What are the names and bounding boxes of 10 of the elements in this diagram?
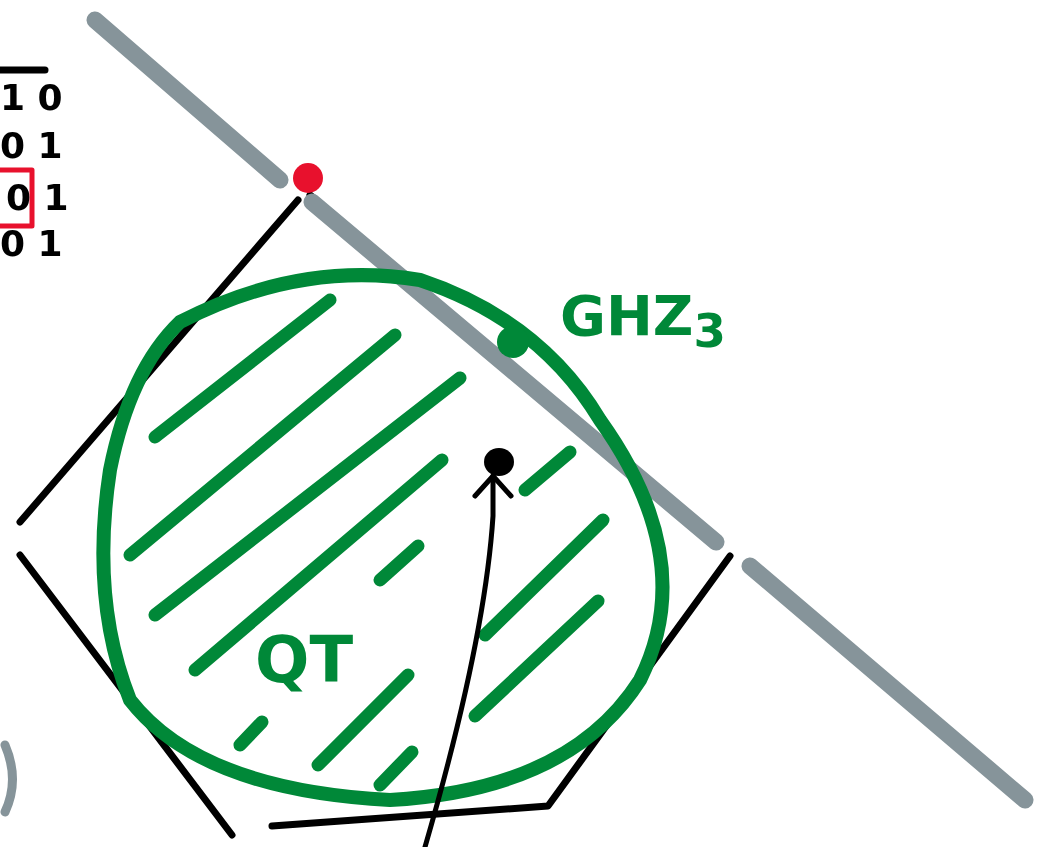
- state-label: GHZ$_{3}$: [560, 288, 726, 355]
- state-point: [497, 326, 529, 358]
- digit-pair: 0 1: [0, 128, 63, 164]
- arrow: [422, 473, 514, 847]
- digit-pair: 1 0: [0, 80, 63, 116]
- region-label: QT: [255, 628, 354, 692]
- digit-pair: 0 1: [0, 226, 63, 262]
- marked-point: [293, 163, 323, 193]
- digit-pair: 0 1: [6, 180, 69, 216]
- dot: [484, 448, 514, 476]
